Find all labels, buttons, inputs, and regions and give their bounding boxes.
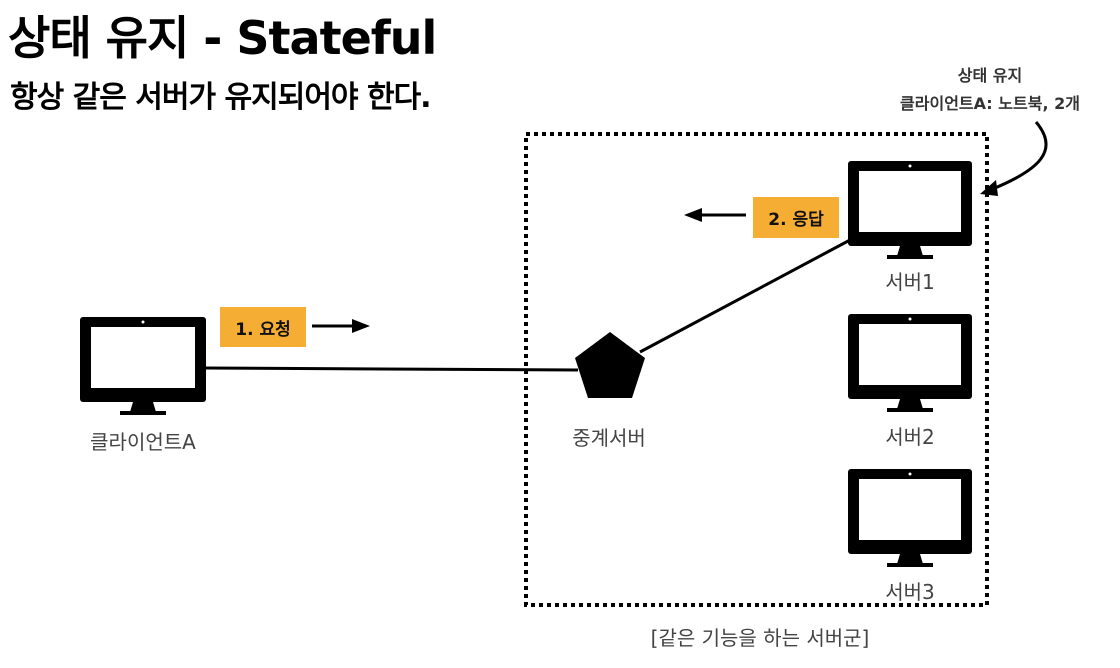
state-note-detail: 클라이언트A: 노트북, 2개 — [900, 94, 1080, 113]
proxy-server-icon — [575, 332, 645, 398]
page-title: 상태 유지 - Stateful — [8, 11, 437, 65]
note-arrow-icon — [980, 121, 1048, 196]
response-arrow-icon — [684, 208, 746, 222]
server2-monitor-icon — [848, 314, 972, 412]
proxy-label: 중계서버 — [572, 426, 646, 450]
request-arrow-icon — [312, 319, 370, 333]
server1-monitor-icon — [848, 161, 972, 259]
response-tag: 2. 응답 — [753, 197, 839, 238]
server2-label: 서버2 — [885, 425, 935, 449]
state-note: 상태 유지 클라이언트A: 노트북, 2개 — [870, 62, 1110, 118]
client-monitor-icon — [80, 317, 206, 415]
server-group-label: [같은 기능을 하는 서버군] — [650, 626, 870, 650]
client-proxy-line — [203, 366, 579, 372]
server1-label: 서버1 — [885, 270, 935, 294]
server3-monitor-icon — [848, 469, 972, 567]
page-subtitle: 항상 같은 서버가 유지되어야 한다. — [10, 80, 432, 115]
server-group-box — [524, 132, 989, 607]
client-label: 클라이언트A — [90, 430, 196, 454]
request-tag: 1. 요청 — [220, 307, 306, 347]
proxy-server1-line — [639, 238, 851, 354]
state-note-title: 상태 유지 — [957, 66, 1023, 85]
server3-label: 서버3 — [885, 580, 935, 604]
